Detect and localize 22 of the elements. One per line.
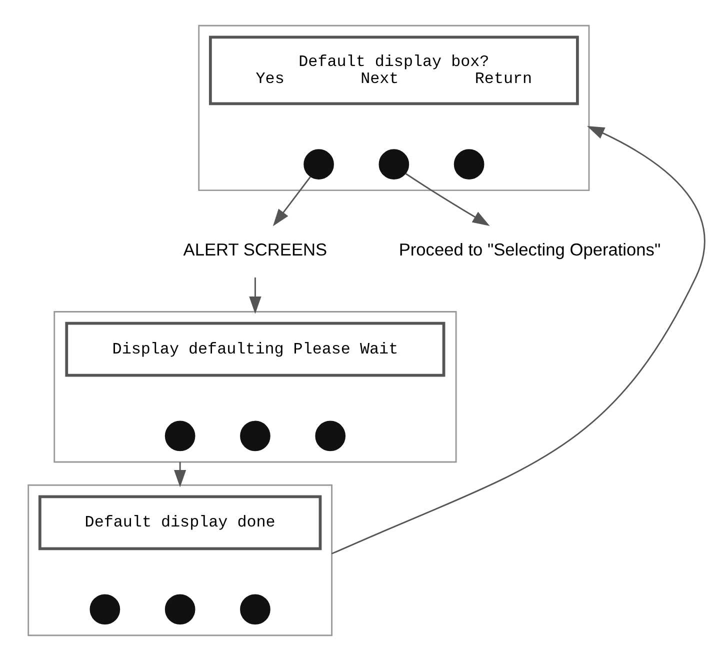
arrow xyxy=(272,176,311,226)
node-circle xyxy=(240,420,270,452)
node-text: Proceed to "Selecting Operations" xyxy=(398,240,660,260)
cluster xyxy=(27,484,332,636)
node-box: Display defaulting Please Wait xyxy=(64,322,445,377)
node-circle xyxy=(240,594,270,625)
arrow xyxy=(173,462,186,488)
arrow xyxy=(404,173,490,226)
node-box: Default display done xyxy=(38,495,322,550)
arrow xyxy=(331,126,705,554)
node-circle xyxy=(164,420,195,452)
node-circle xyxy=(378,149,409,180)
node-circle xyxy=(453,149,484,180)
node-circle xyxy=(164,594,195,625)
node-circle xyxy=(314,420,346,452)
node-text: ALERT SCREENS xyxy=(182,240,327,260)
cluster xyxy=(53,311,456,463)
node-box: Default display box? Yes Next Return xyxy=(208,36,578,106)
node-circle xyxy=(303,149,334,180)
arrow xyxy=(248,278,261,314)
node-circle xyxy=(89,594,120,625)
cluster xyxy=(198,24,590,192)
